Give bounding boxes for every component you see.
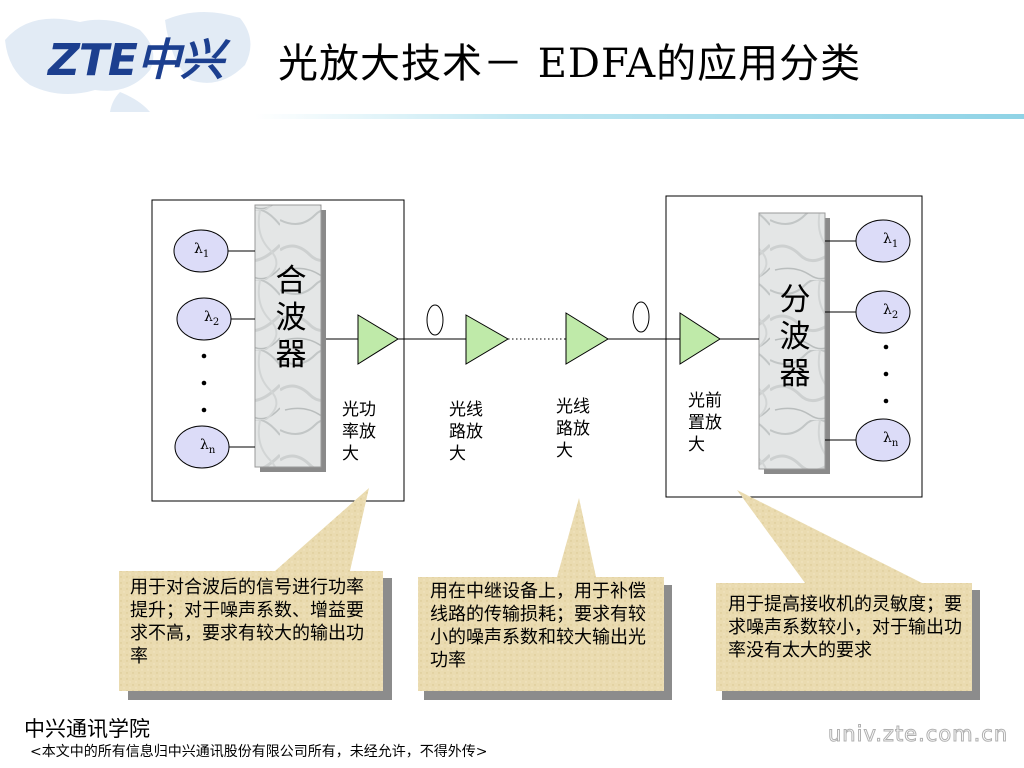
- ellipsis-dot: [201, 380, 207, 386]
- amplifier-booster: [357, 314, 399, 365]
- receiver-box: [665, 195, 923, 498]
- channel-label: λn: [883, 430, 899, 449]
- ellipsis-dot: [201, 407, 207, 413]
- transmitter-box: [151, 199, 405, 502]
- amplifier-line: [565, 312, 609, 365]
- fiber-spool: [632, 301, 650, 333]
- channel-label: λ2: [883, 302, 899, 321]
- amplifier-preamp: [679, 312, 721, 365]
- ellipsis-dot: [883, 371, 889, 377]
- channel-label: λ1: [883, 231, 899, 250]
- zte-logo: ZTE中兴: [48, 35, 224, 86]
- multiplexer-label: 合波器: [275, 263, 307, 373]
- title-rule: [255, 114, 1024, 119]
- callout-text-line: 用在中继设备上，用于补偿线路的传输损耗；要求有较小的噪声系数和较大输出光功率: [430, 581, 646, 671]
- world-map-background: [5, 11, 251, 112]
- page-title: 光放大技术－ EDFA的应用分类: [278, 41, 862, 87]
- footer-org: 中兴通讯学院: [24, 717, 150, 741]
- demultiplexer-label: 分波器: [779, 282, 811, 392]
- channel-label: λn: [200, 437, 216, 456]
- callout-booster: [119, 488, 383, 691]
- amplifier-label-line: 光线路放大: [556, 397, 590, 461]
- amplifier-line: [465, 314, 509, 365]
- footer-notice: <本文中的所有信息归中兴通讯股份有限公司所有，未经允许，不得外传>: [30, 744, 488, 760]
- demultiplexer-panel: [758, 212, 826, 470]
- footer-url: univ.zte.com.cn: [827, 722, 1009, 747]
- amplifier-label-booster: 光功率放大: [342, 400, 376, 464]
- multiplexer-panel: [254, 204, 322, 468]
- callout-text-preamp: 用于提高接收机的灵敏度；要求噪声系数较小，对于输出功率没有太大的要求: [728, 594, 962, 661]
- ellipsis-dot: [201, 353, 207, 359]
- callout-line: [418, 498, 664, 691]
- callout-text-booster: 用于对合波后的信号进行功率提升；对于噪声系数、增益要求不高，要求有较大的输出功率: [130, 577, 364, 667]
- ellipsis-dot: [883, 398, 889, 404]
- amplifier-label-line: 光线路放大: [449, 400, 483, 464]
- ellipsis-dot: [883, 344, 889, 350]
- callout-preamp: [716, 490, 972, 691]
- fiber-spool: [426, 304, 444, 336]
- channel-label: λ2: [204, 309, 220, 328]
- channel-label: λ1: [194, 241, 210, 260]
- amplifier-label-preamp: 光前置放大: [688, 391, 722, 455]
